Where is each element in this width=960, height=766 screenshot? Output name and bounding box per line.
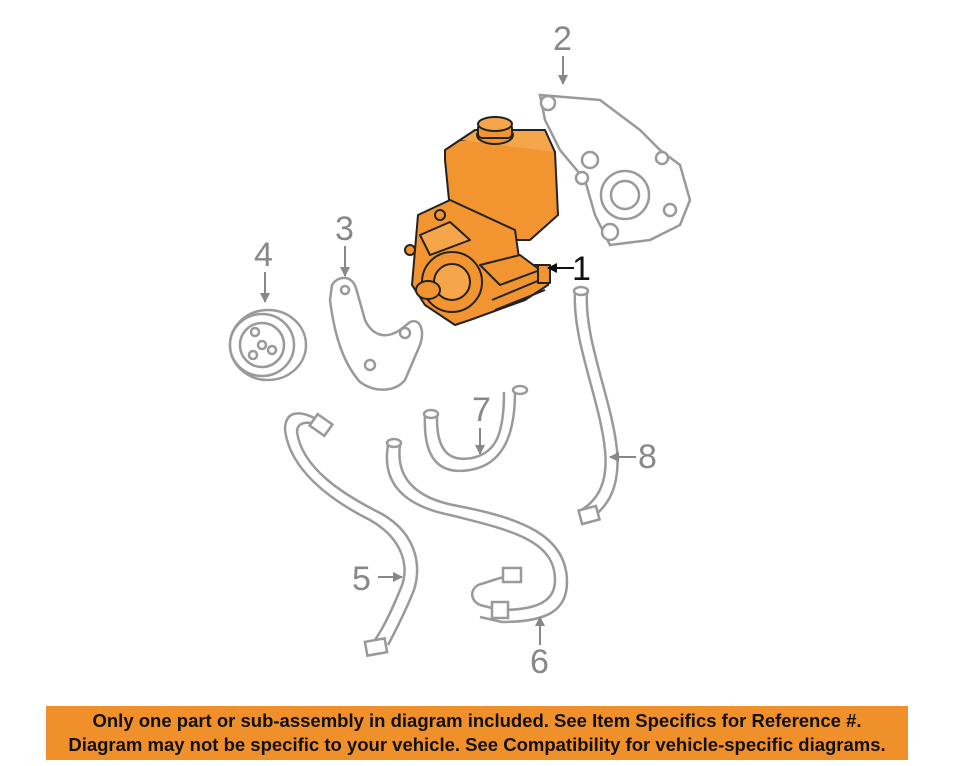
callout-8: 8 bbox=[638, 438, 657, 476]
pulley bbox=[228, 308, 308, 382]
hose-8 bbox=[572, 285, 619, 526]
disclaimer-banner: Only one part or sub-assembly in diagram… bbox=[46, 706, 908, 760]
mounting-bracket bbox=[538, 93, 692, 247]
support-plate bbox=[328, 276, 424, 391]
pressure-hose bbox=[283, 412, 419, 658]
return-hose bbox=[385, 437, 569, 624]
callout-6: 6 bbox=[530, 643, 549, 681]
callout-1: 1 bbox=[572, 250, 591, 288]
disclaimer-line-2: Diagram may not be specific to your vehi… bbox=[68, 734, 886, 755]
leader-lines bbox=[260, 56, 636, 645]
callout-5: 5 bbox=[352, 560, 371, 598]
power-steering-pump bbox=[404, 116, 559, 326]
suction-hose bbox=[422, 384, 529, 473]
parts-diagram bbox=[228, 56, 692, 658]
callout-2: 2 bbox=[553, 20, 572, 58]
disclaimer-line-1: Only one part or sub-assembly in diagram… bbox=[92, 710, 862, 731]
callout-3: 3 bbox=[335, 210, 354, 248]
callout-4: 4 bbox=[254, 236, 273, 274]
callout-7: 7 bbox=[472, 391, 491, 429]
